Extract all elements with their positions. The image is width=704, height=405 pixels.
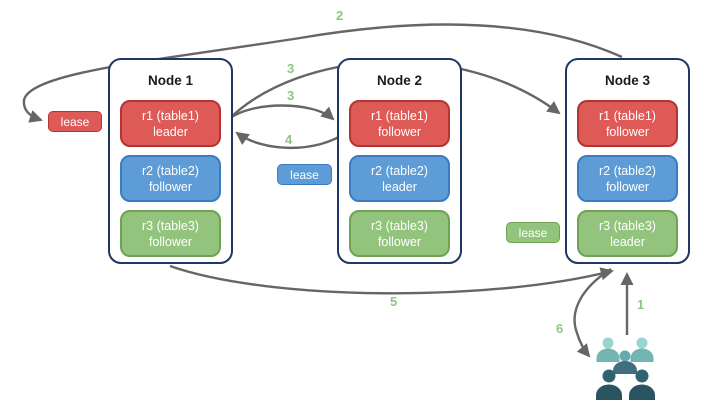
node2-replica-r2: r2 (table2) leader: [349, 155, 450, 202]
node-2-title: Node 2: [376, 73, 422, 88]
node-1-title: Node 1: [147, 73, 193, 88]
arrow-5-node1-to-node3: [169, 264, 614, 295]
arrow-label-4: 4: [285, 132, 293, 147]
node3-replica-r1: r1 (table1) follower: [577, 100, 678, 147]
arrow-label-2: 2: [336, 8, 344, 23]
node-1-box: Node 1 r1 (table1) leader r2 (table2) fo…: [108, 58, 233, 264]
replica-role: follower: [605, 179, 650, 194]
node2-replica-r3: r3 (table3) follower: [349, 210, 450, 257]
node-3-title: Node 3: [604, 73, 650, 88]
node3-replica-r2: r2 (table2) follower: [577, 155, 678, 202]
replica-name: r3 (table3): [142, 218, 199, 233]
replica-role: follower: [605, 124, 650, 139]
lease-badge-red: lease: [48, 111, 102, 132]
arrow-3-node1-to-node2: [228, 104, 335, 121]
arrow-label-5: 5: [390, 294, 398, 309]
users-group-icon: [596, 337, 655, 400]
replica-role: leader: [153, 124, 188, 139]
node3-replica-r3: r3 (table3) leader: [577, 210, 678, 257]
replica-name: r1 (table1): [142, 108, 199, 123]
replica-role: leader: [382, 179, 417, 194]
replica-name: r2 (table2): [371, 163, 428, 178]
arrow-label-1: 1: [637, 297, 645, 312]
arrow-label-3-top: 3: [287, 61, 295, 76]
replica-role: follower: [148, 179, 193, 194]
arrow-label-6: 6: [556, 321, 564, 336]
arrow-6-node3-to-clients: [573, 267, 612, 358]
node-2-box: Node 2 r1 (table1) follower r2 (table2) …: [337, 58, 462, 264]
replica-name: r1 (table1): [599, 108, 656, 123]
node2-replica-r1: r1 (table1) follower: [349, 100, 450, 147]
node1-replica-r2: r2 (table2) follower: [120, 155, 221, 202]
replica-name: r3 (table3): [599, 218, 656, 233]
replica-name: r2 (table2): [142, 163, 199, 178]
replica-role: follower: [377, 124, 422, 139]
node1-replica-r1: r1 (table1) leader: [120, 100, 221, 147]
replica-name: r1 (table1): [371, 108, 428, 123]
lease-badge-blue: lease: [277, 164, 332, 185]
arrow-label-3-mid: 3: [287, 88, 295, 103]
replica-name: r2 (table2): [599, 163, 656, 178]
node-3-box: Node 3 r1 (table1) follower r2 (table2) …: [565, 58, 690, 264]
replica-name: r3 (table3): [371, 218, 428, 233]
replica-role: leader: [610, 234, 645, 249]
replica-role: follower: [148, 234, 193, 249]
node1-replica-r3: r3 (table3) follower: [120, 210, 221, 257]
lease-badge-green: lease: [506, 222, 560, 243]
replica-role: follower: [377, 234, 422, 249]
